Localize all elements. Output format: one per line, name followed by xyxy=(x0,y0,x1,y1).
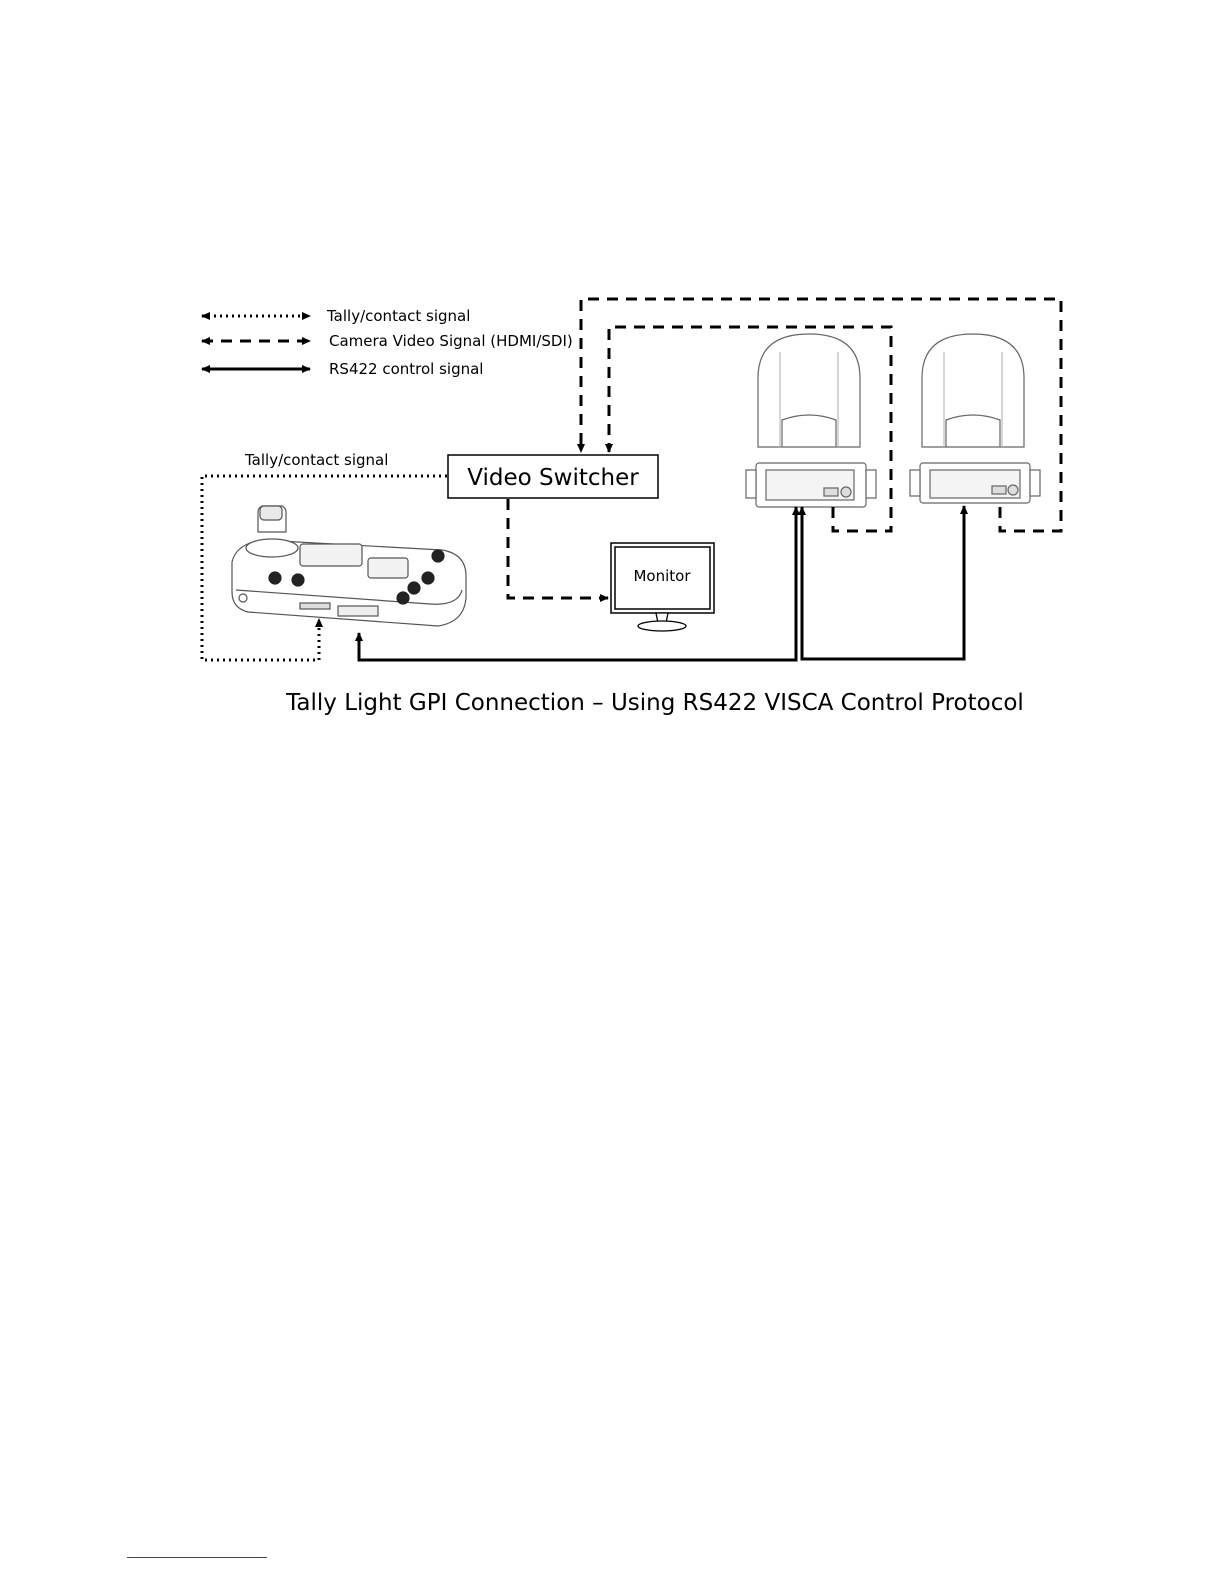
legend-label-video: Camera Video Signal (HDMI/SDI) xyxy=(329,332,573,350)
diagram-caption: Tally Light GPI Connection – Using RS422… xyxy=(0,690,1224,716)
camera-2-head xyxy=(922,334,1024,447)
camera-1-foot-right xyxy=(866,470,876,498)
camera-2-sdi-port xyxy=(1008,485,1018,495)
switcher-to-monitor-line xyxy=(508,499,608,598)
knob-4 xyxy=(422,572,434,584)
legend: Tally/contact signal Camera Video Signal… xyxy=(202,307,573,378)
ptz-camera-2 xyxy=(910,334,1040,503)
camera-1-hdmi-port xyxy=(824,488,838,496)
monitor: Monitor xyxy=(611,543,714,631)
monitor-label: Monitor xyxy=(633,567,691,585)
ptz-controller-keyboard xyxy=(232,506,466,626)
camera-2-foot-right xyxy=(1030,470,1040,496)
legend-item-video: Camera Video Signal (HDMI/SDI) xyxy=(202,332,573,350)
video-switcher-label: Video Switcher xyxy=(467,465,639,491)
keyboard-rear-ports xyxy=(338,606,378,616)
camera-2-hdmi-port xyxy=(992,486,1006,494)
monitor-stand xyxy=(638,621,686,631)
keypad-right xyxy=(368,558,408,578)
joystick-base xyxy=(246,539,298,557)
knob-3 xyxy=(432,550,444,562)
joystick-knob xyxy=(260,506,282,520)
camera-1-head xyxy=(758,334,860,447)
knob-5 xyxy=(408,582,420,594)
legend-label-rs422: RS422 control signal xyxy=(329,360,483,378)
legend-item-rs422: RS422 control signal xyxy=(202,360,483,378)
legend-item-tally: Tally/contact signal xyxy=(202,307,470,325)
power-button xyxy=(239,594,247,602)
knob-6 xyxy=(397,592,409,604)
tally-link-label: Tally/contact signal xyxy=(244,451,388,469)
video-switcher: Video Switcher xyxy=(448,455,658,498)
footnote-separator xyxy=(127,1557,267,1558)
legend-label-tally: Tally/contact signal xyxy=(326,307,470,325)
ptz-camera-1 xyxy=(746,334,876,507)
camera-1-connector-panel xyxy=(766,470,854,500)
keypad-left xyxy=(300,544,362,566)
camera-1-foot-left xyxy=(746,470,756,498)
keyboard-port-strip xyxy=(300,603,330,609)
knob-2 xyxy=(292,574,304,586)
camera-2-foot-left xyxy=(910,470,920,496)
camera-1-sdi-port xyxy=(841,487,851,497)
rs422-line-camera-2 xyxy=(802,506,964,659)
knob-1 xyxy=(269,572,281,584)
